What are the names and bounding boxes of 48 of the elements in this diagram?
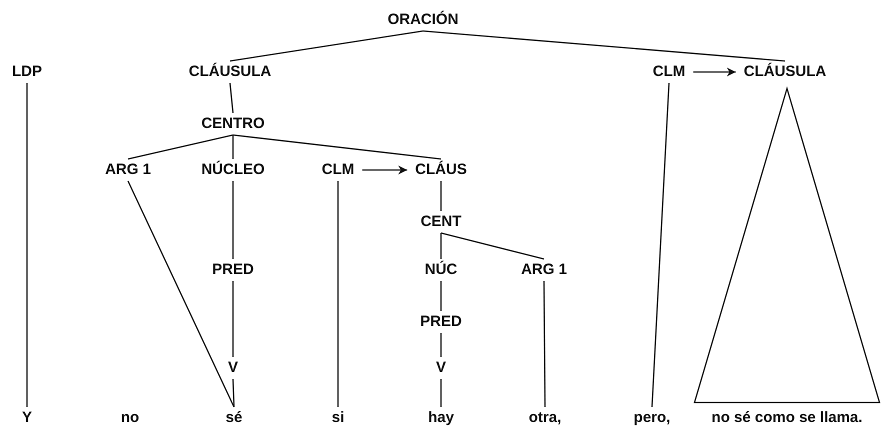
word-label: no sé como se llama. [712, 409, 862, 427]
node-label: CLÁUSULA [188, 63, 272, 81]
tree-branch-line [232, 181, 234, 259]
tree-branch-line [440, 233, 442, 259]
node-label: PRED [420, 313, 462, 331]
word-label: pero, [634, 409, 670, 427]
node-label: LDP [12, 63, 42, 81]
node-label: CENT [420, 213, 462, 231]
node-label: PRED [212, 261, 254, 279]
node-label: ORACIÓN [388, 11, 458, 29]
tree-branch-line [440, 281, 442, 311]
tree-branch-line [229, 82, 234, 114]
node-label: CLM [322, 161, 354, 179]
node-label: ARG 1 [105, 161, 151, 179]
node-label: NÚC [424, 261, 458, 279]
tree-branch-line [232, 134, 442, 160]
node-label: CLÁUSULA [744, 63, 826, 81]
triangle-shape [694, 88, 880, 403]
tree-branch-line [232, 281, 234, 357]
tree-branch-line [337, 181, 339, 407]
tree-branch-line [440, 333, 442, 357]
tree-branch-line [440, 181, 442, 211]
node-label: NÚCLEO [201, 161, 265, 179]
tree-branch-line [232, 135, 234, 159]
node-label: CLÁUS [415, 161, 467, 179]
word-label: otra, [528, 409, 562, 427]
node-label: V [228, 359, 238, 377]
tree-branch-line [26, 83, 28, 407]
arrow [362, 166, 408, 174]
tree-branch-line [440, 232, 544, 260]
word-label: no [120, 409, 140, 427]
word-label: si [332, 409, 344, 427]
node-label: CENTRO [201, 115, 265, 133]
tree-branch-line [440, 379, 442, 407]
word-label: sé [226, 409, 242, 427]
word-label: hay [428, 409, 454, 427]
tree-branch-line [543, 281, 546, 407]
tree-branch-line [651, 82, 670, 408]
node-label: CLM [652, 63, 686, 81]
tree-branch-line [232, 378, 235, 408]
arrow [693, 68, 736, 76]
word-label: Y [22, 409, 32, 427]
tree-branch-line [422, 30, 786, 62]
tree-branch-line [230, 30, 424, 62]
node-label: ARG 1 [521, 261, 567, 279]
tree-branch-line [127, 180, 235, 408]
tree-branch-line [128, 134, 234, 160]
node-label: V [436, 359, 446, 377]
